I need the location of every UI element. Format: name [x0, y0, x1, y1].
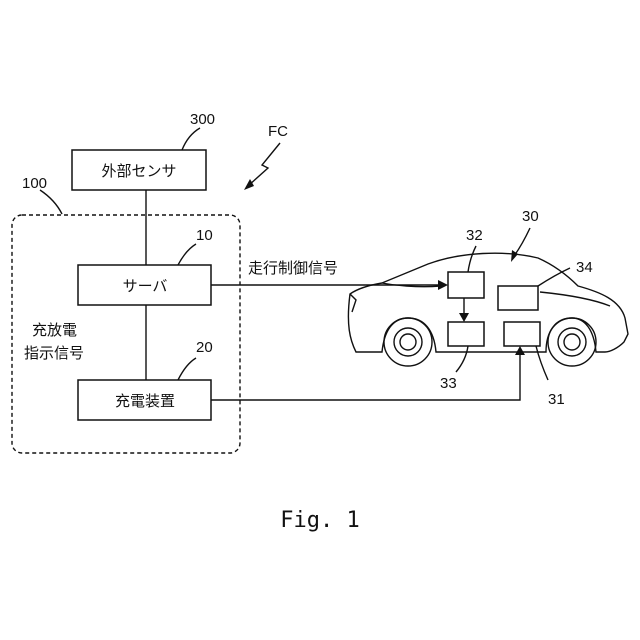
external-sensor-ref: 300: [190, 111, 215, 128]
charger-ref-leader: [178, 358, 196, 380]
external-sensor-label: 外部センサ: [101, 162, 176, 180]
unit-33-ref-leader: [456, 346, 468, 372]
server-label: サーバ: [123, 277, 168, 295]
rear-wheel-hub: [564, 334, 580, 350]
fc-arrowhead: [244, 179, 254, 190]
server-ref-leader: [178, 244, 196, 265]
charger-label: 充電装置: [115, 392, 175, 410]
unit-32-ref-leader: [468, 246, 476, 272]
unit-31-ref: 31: [548, 391, 565, 408]
unit-34-ref-leader: [538, 268, 570, 286]
server-ref: 10: [196, 227, 213, 244]
charge-discharge-signal-label-line1: 充放電: [32, 321, 77, 339]
unit-33-ref: 33: [440, 375, 457, 392]
system-group-ref: 100: [22, 175, 47, 192]
unit-32-ref: 32: [466, 227, 483, 244]
rear-wheel-rim: [558, 328, 586, 356]
figure-caption: Fig. 1: [280, 508, 359, 533]
unit-32-to-33-arrowhead: [459, 313, 469, 322]
system-group-ref-leader: [40, 190, 62, 214]
external-sensor-ref-leader: [182, 128, 200, 150]
unit-34-ref: 34: [576, 259, 593, 276]
vehicle-door-line: [540, 292, 610, 306]
unit-34-box: [498, 286, 538, 310]
unit-31-box: [504, 322, 540, 346]
front-wheel-hub: [400, 334, 416, 350]
front-wheel-outer: [384, 318, 432, 366]
unit-32-box: [448, 272, 484, 298]
vehicle-bumper-line: [350, 294, 356, 312]
charge-discharge-signal-label-line2: 指示信号: [24, 344, 84, 362]
front-wheel-rim: [394, 328, 422, 356]
vehicle-ref-leader: [514, 228, 530, 256]
charger-to-unit-31-arrowhead: [515, 346, 525, 355]
travel-control-signal-arrowhead: [438, 280, 448, 290]
fc-label: FC: [268, 123, 288, 140]
vehicle-ref: 30: [522, 208, 539, 225]
charger-ref: 20: [196, 339, 213, 356]
rear-wheel-outer: [548, 318, 596, 366]
unit-33-box: [448, 322, 484, 346]
fc-zigzag-arrow: [248, 143, 280, 186]
travel-control-signal-label: 走行制御信号: [248, 259, 338, 277]
charger-to-unit-31-line: [211, 352, 520, 400]
